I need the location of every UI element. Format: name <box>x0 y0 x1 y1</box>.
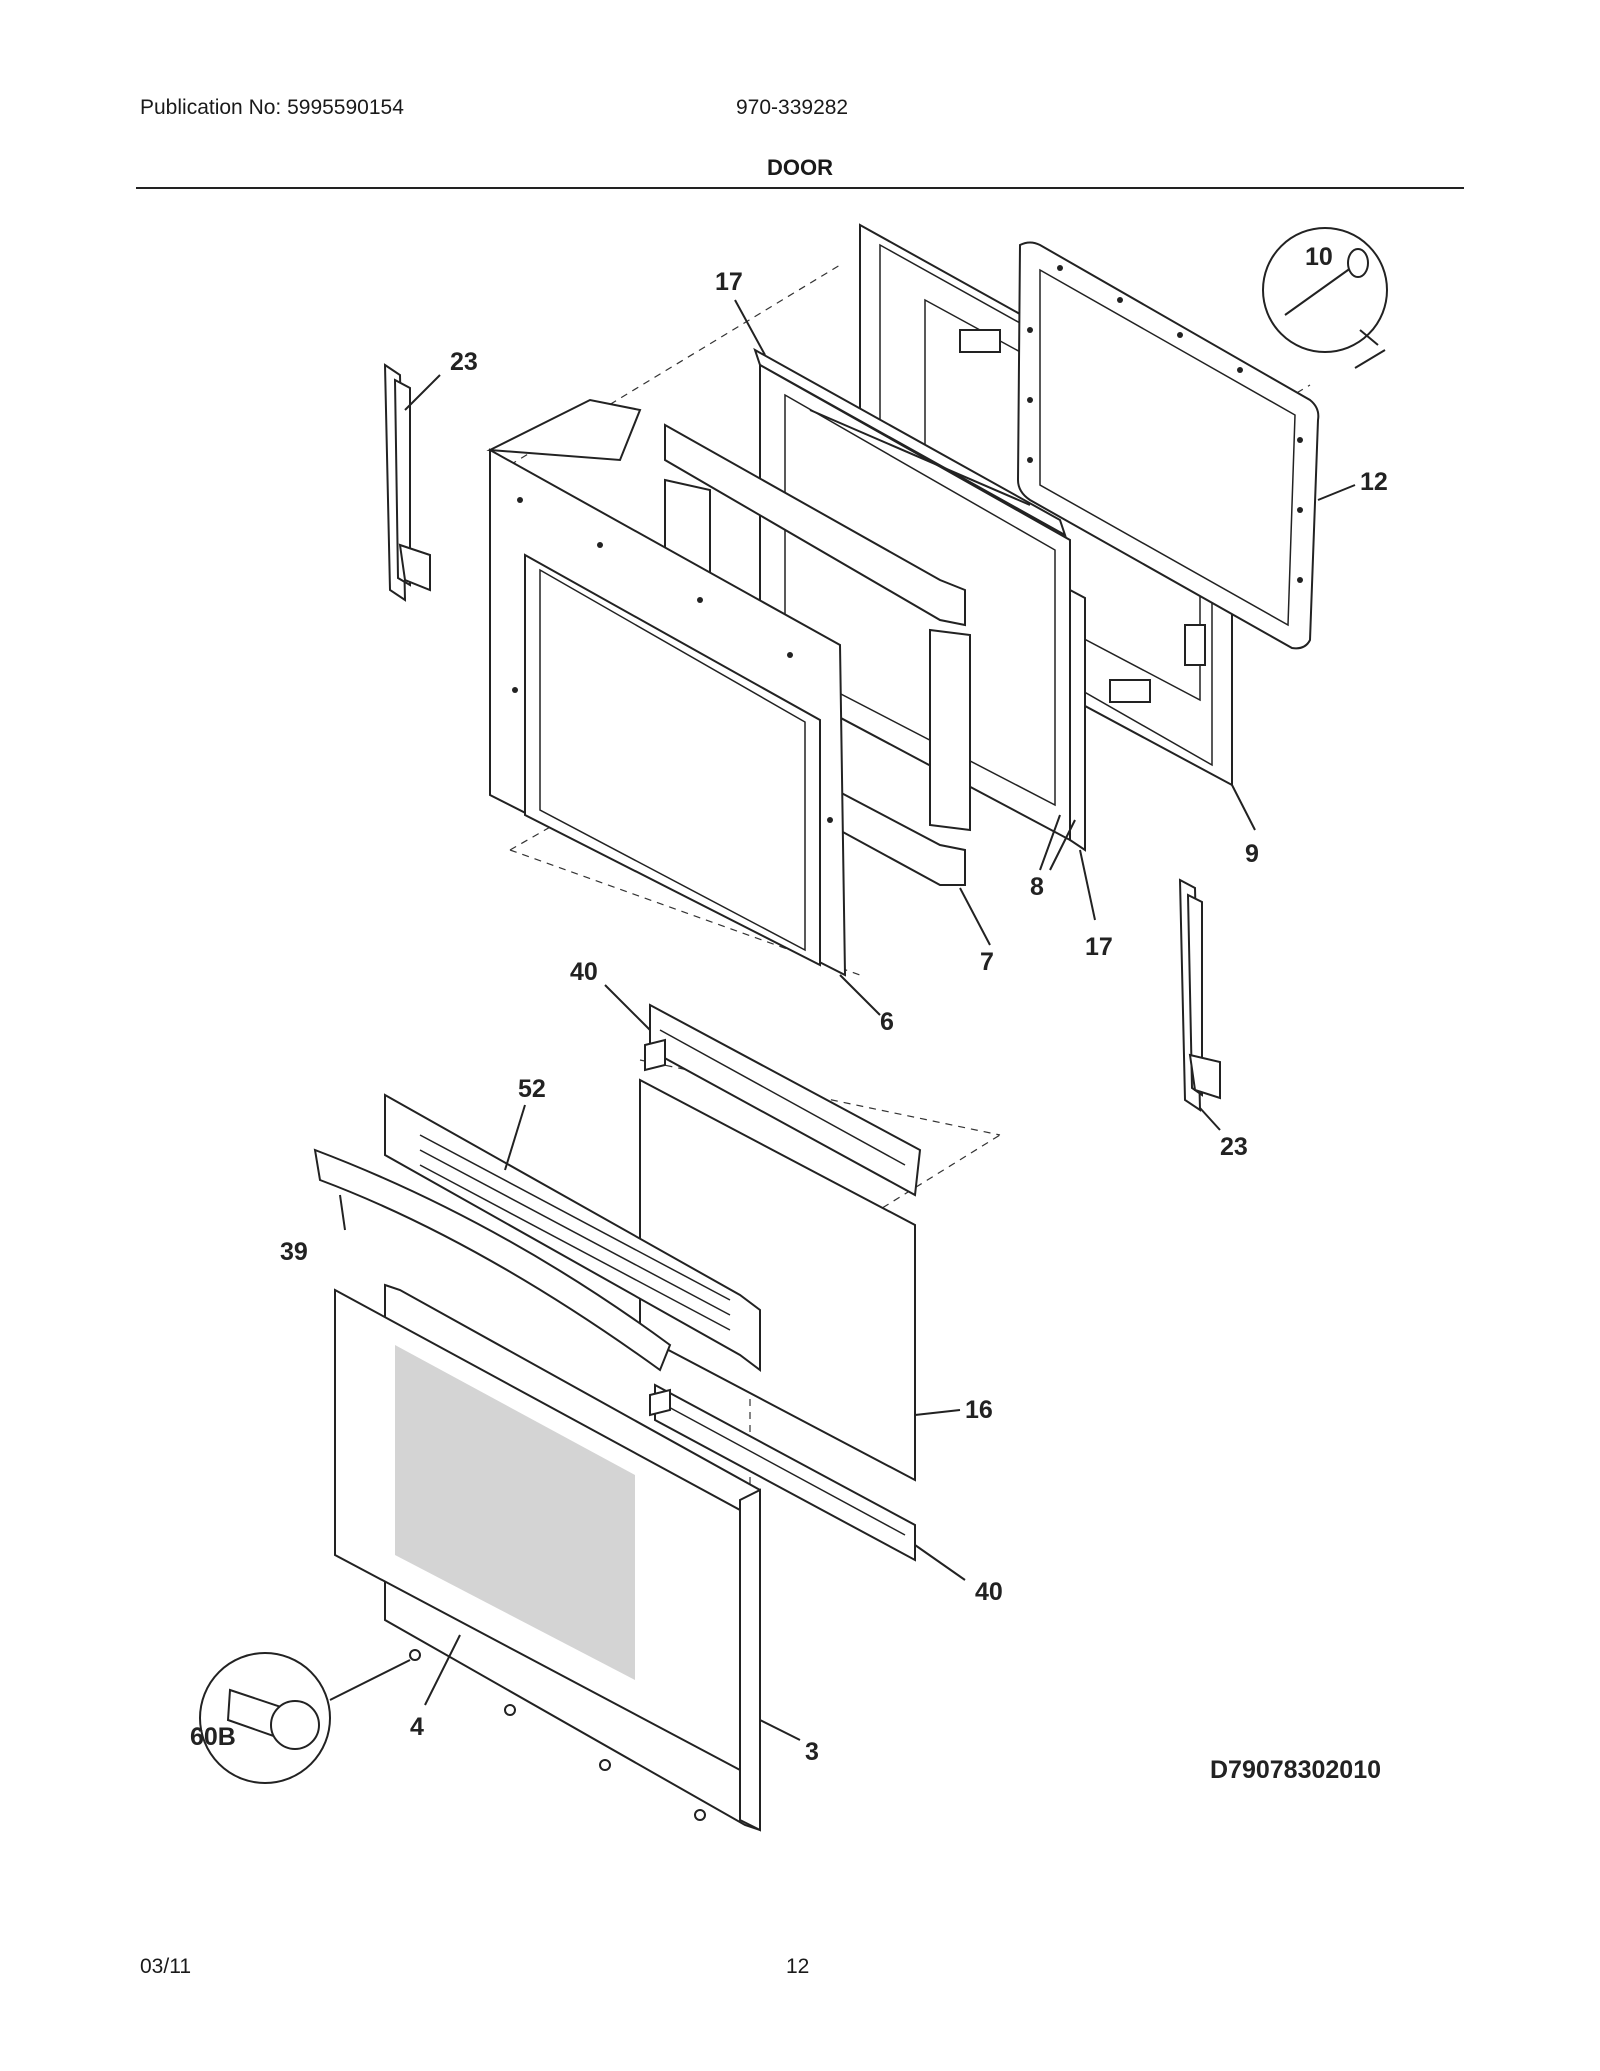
callout-8: 8 <box>1030 873 1044 901</box>
callout-40-bottom: 40 <box>975 1578 1003 1606</box>
model-number: 970-339282 <box>736 96 849 119</box>
part-23-hinge-left <box>383 363 431 602</box>
part-39-handle <box>313 1148 672 1372</box>
part-10-screw-detail <box>1262 227 1388 369</box>
part-52-vent-panel <box>384 1093 761 1372</box>
publication-number: Publication No: 5995590154 <box>140 96 404 119</box>
callout-9: 9 <box>1245 840 1259 868</box>
page-number: 12 <box>786 1955 810 1978</box>
callout-17-bottom: 17 <box>1085 933 1113 961</box>
part-6-inner-liner <box>486 398 847 977</box>
callout-60b: 60B <box>190 1723 236 1751</box>
callout-17-top: 17 <box>715 268 743 296</box>
header-divider <box>136 187 1464 189</box>
drawing-id: D79078302010 <box>1210 1756 1381 1784</box>
callout-23-left: 23 <box>450 348 478 376</box>
callout-23-right: 23 <box>1220 1133 1248 1161</box>
callout-52: 52 <box>518 1075 546 1103</box>
footer-date: 03/11 <box>140 1955 191 1978</box>
callout-10: 10 <box>1305 243 1333 271</box>
callout-39: 39 <box>280 1238 308 1266</box>
part-40-bracket-top <box>644 1003 922 1197</box>
callout-16: 16 <box>965 1396 993 1424</box>
callout-40-top: 40 <box>570 958 598 986</box>
part-4-outer-glass <box>334 1288 741 1772</box>
page-title: DOOR <box>767 155 833 180</box>
callout-12: 12 <box>1360 468 1388 496</box>
part-12-gasket <box>1016 241 1320 650</box>
bottom-screws <box>409 1649 706 1821</box>
callout-6: 6 <box>880 1008 894 1036</box>
callout-3: 3 <box>805 1738 819 1766</box>
callout-4: 4 <box>410 1713 424 1741</box>
part-60b-screw-detail <box>199 1652 331 1784</box>
part-23-hinge-right <box>1178 878 1221 1112</box>
part-40-bracket-bottom <box>649 1383 916 1562</box>
leader-lines <box>329 299 1356 1741</box>
callout-7: 7 <box>980 948 994 976</box>
